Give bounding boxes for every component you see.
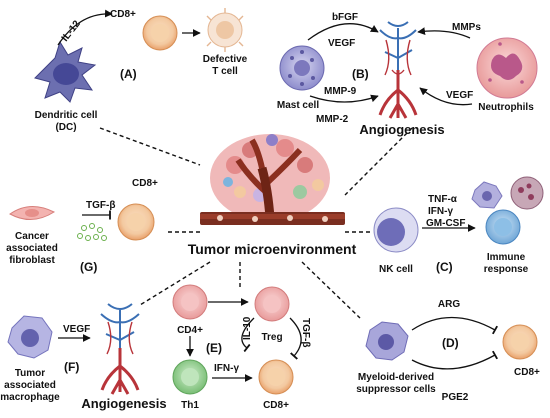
tnf-label: TNF-α <box>428 194 458 205</box>
panel-f: Tumor associated macrophage VEGF (F) Ang… <box>0 303 167 411</box>
vegf-label-b-left: VEGF <box>328 38 355 49</box>
tgfb-inhibit-line-e <box>289 317 302 360</box>
angiogenesis-label-b: Angiogenesis <box>359 122 444 137</box>
macrophage-icon <box>7 315 53 359</box>
th1-label: Th1 <box>181 400 199 411</box>
cd8-label-e: CD8+ <box>263 400 289 411</box>
mdsc-icon <box>365 321 409 361</box>
mmp-arrow <box>309 94 379 103</box>
mast-cell-label: Mast cell <box>277 100 319 111</box>
tumor-microenvironment-illustration <box>200 134 345 225</box>
panel-a-label: (A) <box>120 67 137 81</box>
cd8-label-d: CD8+ <box>514 367 540 378</box>
mmp2-label: MMP-2 <box>316 114 349 125</box>
dendritic-cell-label: Dendritic cell <box>35 110 98 121</box>
treg-label: Treg <box>261 332 282 343</box>
bfgf-label: bFGF <box>332 12 358 23</box>
cd4-label: CD4+ <box>177 325 203 336</box>
cd8-cell-d-icon <box>502 324 538 360</box>
tam-label-2: associated <box>4 380 56 391</box>
caf-label-2: associated <box>6 243 58 254</box>
cd8-cell-a-icon <box>142 15 178 51</box>
tgfb-label-g: TGF-β <box>86 200 115 211</box>
panel-d: Myeloid-derived suppressor cells ARG PGE… <box>356 299 540 403</box>
tgfb-label-e: TGF-β <box>300 318 311 347</box>
nk-cell-icon <box>373 207 419 253</box>
fibroblast-icon <box>9 206 56 220</box>
pge2-label: PGE2 <box>442 392 469 403</box>
ifng-label: IFN-γ <box>214 363 239 374</box>
gmcsf-label: GM-CSF <box>426 218 465 229</box>
neutrophil-icon <box>476 37 538 99</box>
immune-label-2: response <box>484 264 529 275</box>
panel-c-label: (C) <box>436 260 453 274</box>
mmp9-label: MMP-9 <box>324 86 357 97</box>
cd4-cell-icon <box>172 284 208 320</box>
panel-e: CD4+ Treg IL-10 TGF-β (E) Th1 IFN-γ CD8+ <box>172 284 311 411</box>
vegf-label-f: VEGF <box>63 324 90 335</box>
panel-d-label: (D) <box>442 336 459 350</box>
defective-label-2: T cell <box>212 66 238 77</box>
angiogenesis-label-f: Angiogenesis <box>81 396 166 411</box>
dendritic-cell-abbrev: (DC) <box>55 122 76 133</box>
bfgf-vegf-arrow <box>307 23 379 41</box>
cd8-cell-g-icon <box>117 203 155 241</box>
caf-label-3: fibroblast <box>9 255 55 266</box>
il12-arrow <box>57 9 113 46</box>
panel-b-label: (B) <box>352 67 369 81</box>
pge2-inhibit-line <box>411 350 499 370</box>
panel-a: IL-12 CD8+ Defective T cell (A) Dendriti… <box>34 8 248 133</box>
connector-a <box>99 127 201 166</box>
vegf-right-arrow <box>419 87 473 106</box>
arg-inhibit-line <box>411 316 499 335</box>
mdsc-label-2: suppressor cells <box>356 384 436 395</box>
connector-b <box>344 127 413 196</box>
immune-label-1: Immune <box>487 252 526 263</box>
caf-label-1: Cancer <box>15 231 49 242</box>
mmps-label: MMPs <box>452 22 481 33</box>
mdsc-label-1: Myeloid-derived <box>358 372 434 383</box>
nk-cell-label: NK cell <box>379 264 413 275</box>
defective-t-cell-icon <box>206 8 244 52</box>
immune-cells-icon <box>471 176 544 245</box>
cd8-label-g: CD8+ <box>132 178 158 189</box>
connector-lines <box>99 127 413 319</box>
dendritic-cell-icon <box>34 40 97 103</box>
panel-b: Mast cell bFGF VEGF MMP-9 MMP-2 (B) Angi… <box>277 12 538 137</box>
vegf-label-b-right: VEGF <box>446 90 473 101</box>
tam-label-1: Tumor <box>15 368 45 379</box>
arg-label: ARG <box>438 299 460 310</box>
panel-f-label: (F) <box>64 360 79 374</box>
tgfb-particles-icon <box>77 223 107 241</box>
il10-inhibit-line <box>241 317 255 353</box>
panel-e-label: (E) <box>206 341 222 355</box>
neutrophils-label: Neutrophils <box>478 102 534 113</box>
angiogenesis-vessel-f-icon <box>100 303 140 395</box>
angiogenesis-vessel-b-icon <box>378 21 418 119</box>
panel-g-label: (G) <box>80 260 97 274</box>
connector-d <box>301 261 361 319</box>
tam-label-3: macrophage <box>0 392 60 403</box>
center-title: Tumor microenvironment <box>188 241 357 257</box>
treg-cell-icon <box>254 286 290 322</box>
mast-cell-icon <box>279 45 325 91</box>
cd8-cell-e-icon <box>258 359 294 395</box>
panel-g: Cancer associated fibroblast TGF-β CD8+ … <box>6 178 158 274</box>
defective-label-1: Defective <box>203 54 248 65</box>
mmps-arrow <box>417 27 471 39</box>
cd8-label-a: CD8+ <box>110 9 136 20</box>
th1-cell-icon <box>172 359 208 395</box>
ifn-label: IFN-γ <box>428 206 453 217</box>
panel-c: NK cell TNF-α IFN-γ GM-CSF (C) Immune re… <box>373 176 544 275</box>
il10-label: IL-10 <box>242 316 253 340</box>
